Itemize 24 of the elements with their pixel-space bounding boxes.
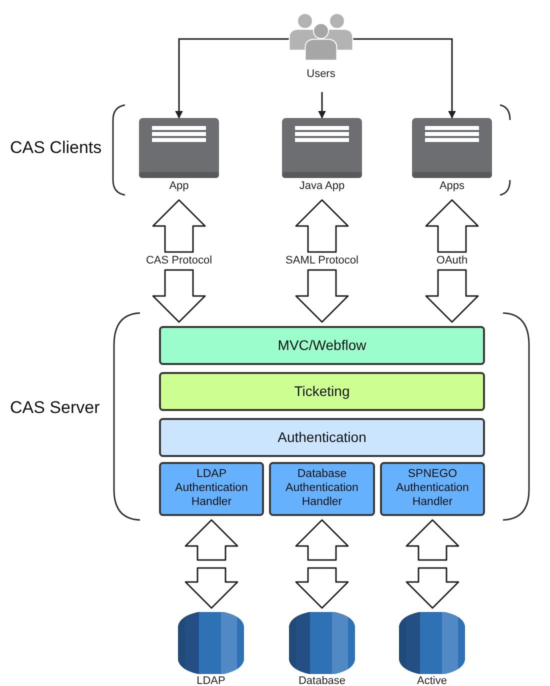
layer-box: MVC/Webflow	[159, 326, 485, 365]
layer-box: Ticketing	[159, 372, 485, 411]
node-label: Java App	[298, 180, 346, 193]
block-arrow	[184, 519, 238, 609]
node-label: Apps	[438, 180, 466, 193]
layer-box: Authentication	[159, 418, 485, 457]
node-label: Users	[306, 68, 336, 81]
block-arrow	[295, 199, 349, 323]
arrow	[353, 38, 456, 119]
node-label: Active	[416, 675, 448, 686]
node-label: App	[168, 180, 190, 193]
block-arrow	[295, 519, 349, 609]
group-label: CAS Server	[10, 398, 100, 418]
layer-box: Database Authentication Handler	[269, 462, 375, 516]
layer-box: LDAP Authentication Handler	[159, 462, 264, 516]
arrow	[175, 38, 289, 119]
arrow	[318, 92, 326, 119]
block-arrow	[425, 199, 479, 323]
node-label: LDAP	[196, 675, 226, 686]
block-arrow	[406, 519, 460, 609]
block-arrow	[152, 199, 206, 323]
node-label: Database	[297, 675, 347, 686]
group-label: CAS Clients	[10, 138, 102, 158]
layer-box: SPNEGO Authentication Handler	[380, 462, 485, 516]
